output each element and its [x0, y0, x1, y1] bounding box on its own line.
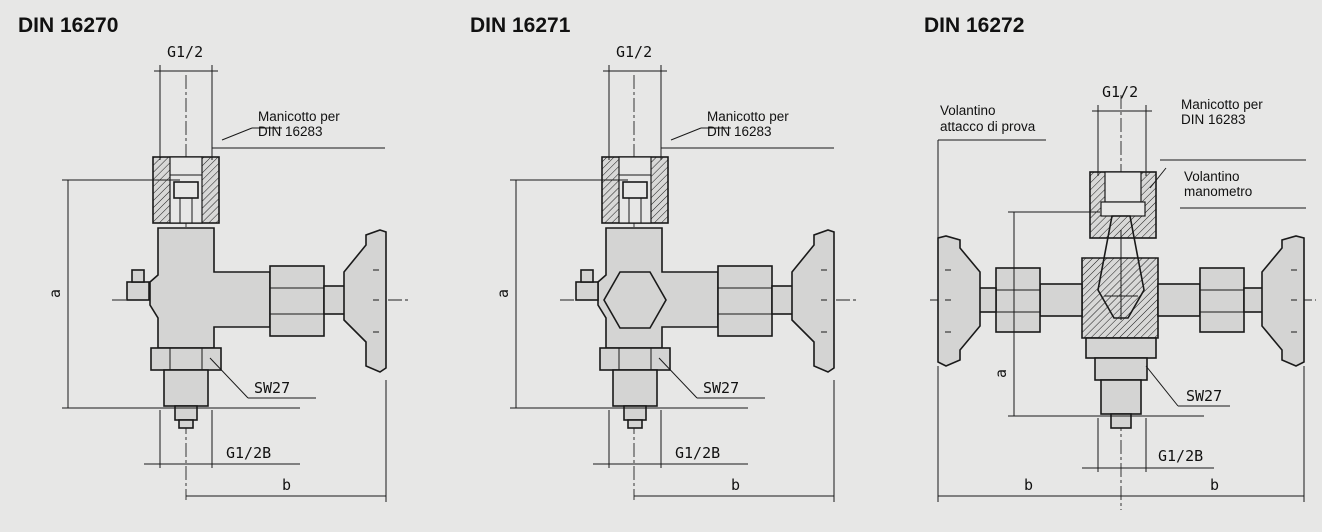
right-coupling-nut: [1199, 267, 1245, 333]
dimension-a-label: a: [992, 369, 1010, 378]
left-coupling-nut: [995, 267, 1041, 333]
dimension-b-label: b: [282, 476, 291, 494]
handwheel: [343, 229, 387, 373]
top-thread-label: G1/2: [1102, 83, 1138, 101]
gauge-handwheel: [1261, 235, 1305, 367]
dimension-b-label: b: [731, 476, 740, 494]
valve-body: [149, 227, 271, 349]
panel-title-din-16271: DIN 16271: [470, 14, 571, 37]
sleeve-label-line-2: DIN 16283: [258, 124, 323, 139]
valve-drawing-din-16271: [510, 65, 858, 502]
wrench-size-label: SW27: [254, 379, 290, 397]
dimension-a-label: a: [494, 289, 512, 298]
dimension-b-left-label: b: [1024, 476, 1033, 494]
test-sleeve: [1089, 171, 1157, 239]
test-sleeve: [152, 156, 220, 224]
bottom-connector: [163, 369, 209, 407]
sleeve-label-line-2: DIN 16283: [1181, 112, 1246, 127]
test-handwheel-label-line-2: attacco di prova: [940, 119, 1036, 134]
bottom-thread-label: G1/2B: [675, 444, 720, 462]
valve-body: [597, 227, 719, 349]
dimension-b-right-label: b: [1210, 476, 1219, 494]
top-thread-label: G1/2: [167, 43, 203, 61]
vent-plug: [575, 281, 599, 301]
sleeve-label-line-1: Manicotto per: [258, 109, 340, 124]
valve-drawing-din-16270: [62, 65, 408, 502]
sleeve-label-line-1: Manicotto per: [1181, 97, 1263, 112]
sleeve-label-line-1: Manicotto per: [707, 109, 789, 124]
test-sleeve: [601, 156, 669, 224]
bottom-connector: [612, 369, 658, 407]
hex-nut: [1085, 337, 1157, 359]
test-handwheel-label-line-1: Volantino: [940, 103, 996, 118]
vent-plug: [126, 281, 150, 301]
valve-drawing-din-16272: [930, 95, 1316, 510]
coupling-nut: [717, 265, 773, 337]
panel-title-din-16270: DIN 16270: [18, 14, 119, 37]
bottom-thread-label: G1/2B: [1158, 447, 1203, 465]
coupling-nut: [269, 265, 325, 337]
wrench-size-label: SW27: [1186, 387, 1222, 405]
panel-title-din-16272: DIN 16272: [924, 14, 1025, 37]
bottom-thread-label: G1/2B: [226, 444, 271, 462]
valve-body: [1081, 257, 1159, 339]
handwheel: [791, 229, 835, 373]
hex-body-section: [603, 271, 667, 329]
bottom-connector: [1100, 379, 1142, 415]
dimension-a-label: a: [46, 289, 64, 298]
sleeve-label-line-2: DIN 16283: [707, 124, 772, 139]
gauge-handwheel-label-line-1: Volantino: [1184, 169, 1240, 184]
test-handwheel: [937, 235, 981, 367]
gauge-handwheel-label-line-2: manometro: [1184, 184, 1252, 199]
wrench-size-label: SW27: [703, 379, 739, 397]
top-thread-label: G1/2: [616, 43, 652, 61]
